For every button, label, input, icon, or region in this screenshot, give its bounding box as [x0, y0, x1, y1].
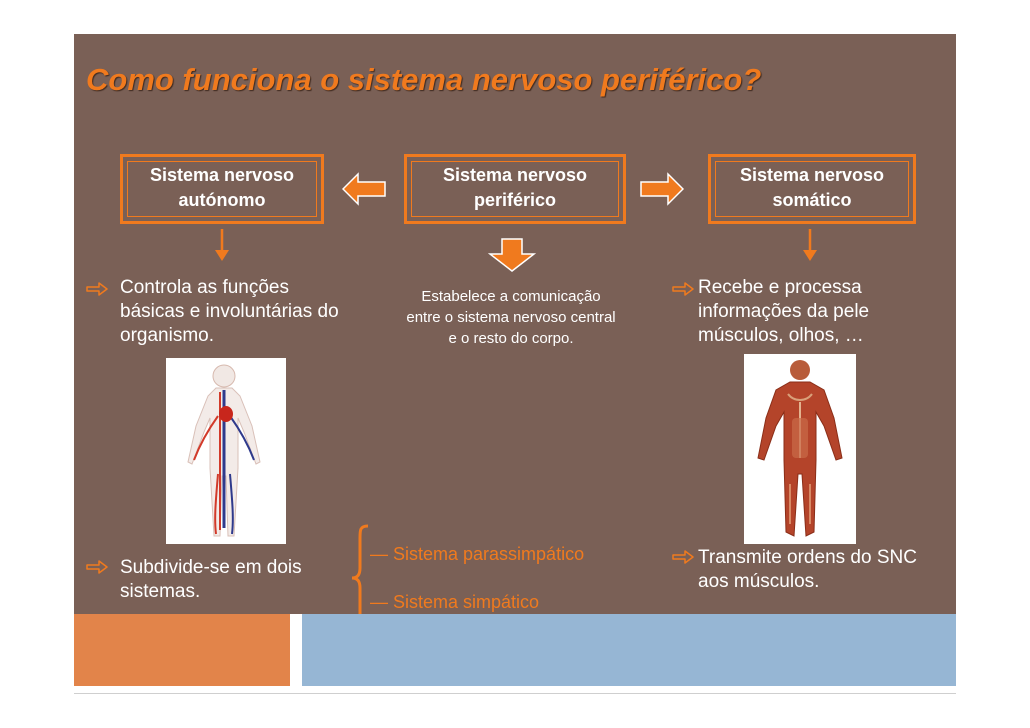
footer-divider	[74, 693, 956, 694]
arrow-down-left-icon	[215, 229, 229, 261]
branch-simpatico: — Sistema simpático	[370, 592, 540, 612]
hand-pointer-icon	[672, 280, 696, 300]
curly-brace-icon	[351, 524, 369, 614]
box-somatico-line1: Sistema nervoso	[739, 165, 885, 185]
somatico-description: Recebe e processa informações da pele mú…	[698, 277, 870, 346]
arrow-down-center-icon	[488, 238, 536, 272]
hand-pointer-icon	[86, 558, 110, 578]
box-autonomo-line1: Sistema nervoso	[149, 165, 295, 185]
footer-blue-block	[302, 614, 956, 686]
footer-orange-block	[74, 614, 290, 686]
circulatory-body-image	[166, 358, 286, 544]
box-autonomo: Sistema nervoso autónomo	[120, 154, 324, 224]
subdivide-text: Subdivide-se em dois sistemas.	[120, 557, 302, 602]
box-periferico-line1: Sistema nervoso	[442, 165, 588, 185]
arrow-right-icon	[640, 172, 684, 206]
box-periferico: Sistema nervoso periférico	[404, 154, 626, 224]
arrow-left-icon	[342, 172, 386, 206]
box-periferico-line2: periférico	[473, 190, 557, 210]
hand-pointer-icon	[672, 548, 696, 568]
slide-title: Como funciona o sistema nervoso periféri…	[86, 62, 762, 97]
slide: Como funciona o sistema nervoso periféri…	[74, 34, 956, 614]
branch-parassimpatico: — Sistema parassimpático	[370, 544, 585, 564]
box-somatico: Sistema nervoso somático	[708, 154, 916, 224]
muscular-body-image	[744, 354, 856, 544]
box-autonomo-line2: autónomo	[178, 190, 266, 210]
transmite-text: Transmite ordens do SNC aos músculos.	[698, 547, 917, 592]
autonomo-description: Controla as funções básicas e involuntár…	[120, 277, 339, 346]
hand-pointer-icon	[86, 280, 110, 300]
periferico-description: Estabelece a comunicação entre o sistema…	[406, 288, 616, 347]
box-somatico-line2: somático	[772, 190, 852, 210]
arrow-down-right-icon	[803, 229, 817, 261]
